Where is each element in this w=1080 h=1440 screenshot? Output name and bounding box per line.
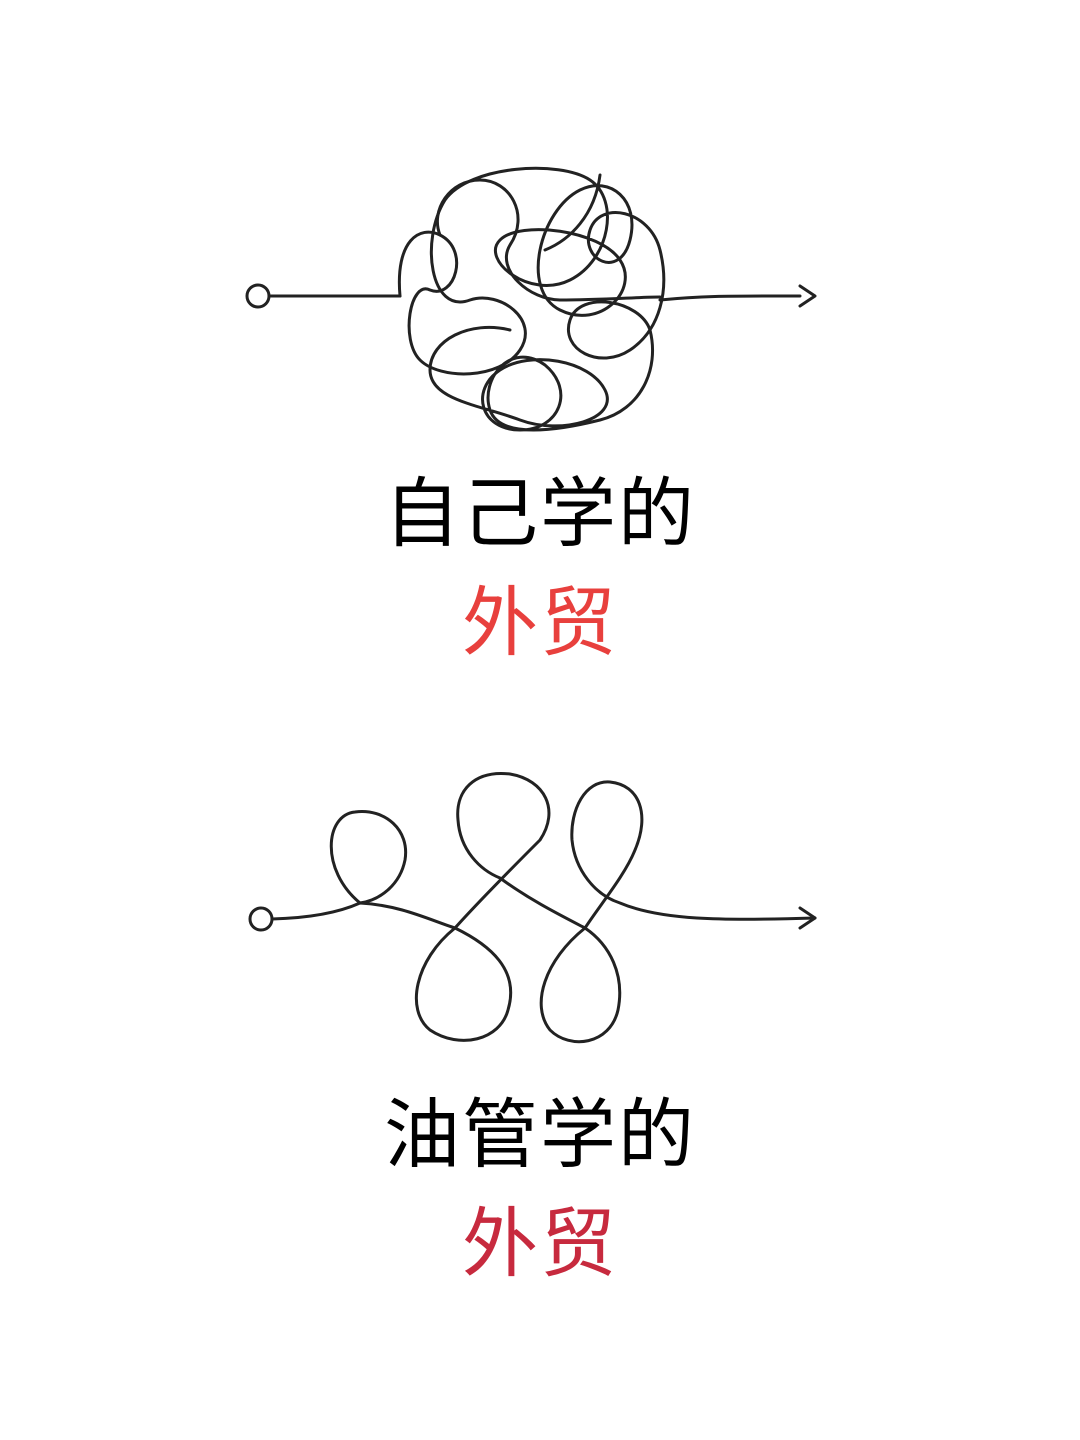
looping-path-icon [248, 772, 817, 1044]
top-panel: 自己学的 外贸 [0, 0, 1080, 700]
top-heading: 自己学的 [384, 469, 696, 558]
bottom-heading: 油管学的 [384, 1090, 696, 1179]
top-subheading: 外贸 [462, 578, 618, 667]
bottom-subheading: 外贸 [462, 1199, 618, 1288]
bottom-panel: 油管学的 外贸 [0, 700, 1080, 1440]
tangled-path-icon [245, 166, 817, 432]
